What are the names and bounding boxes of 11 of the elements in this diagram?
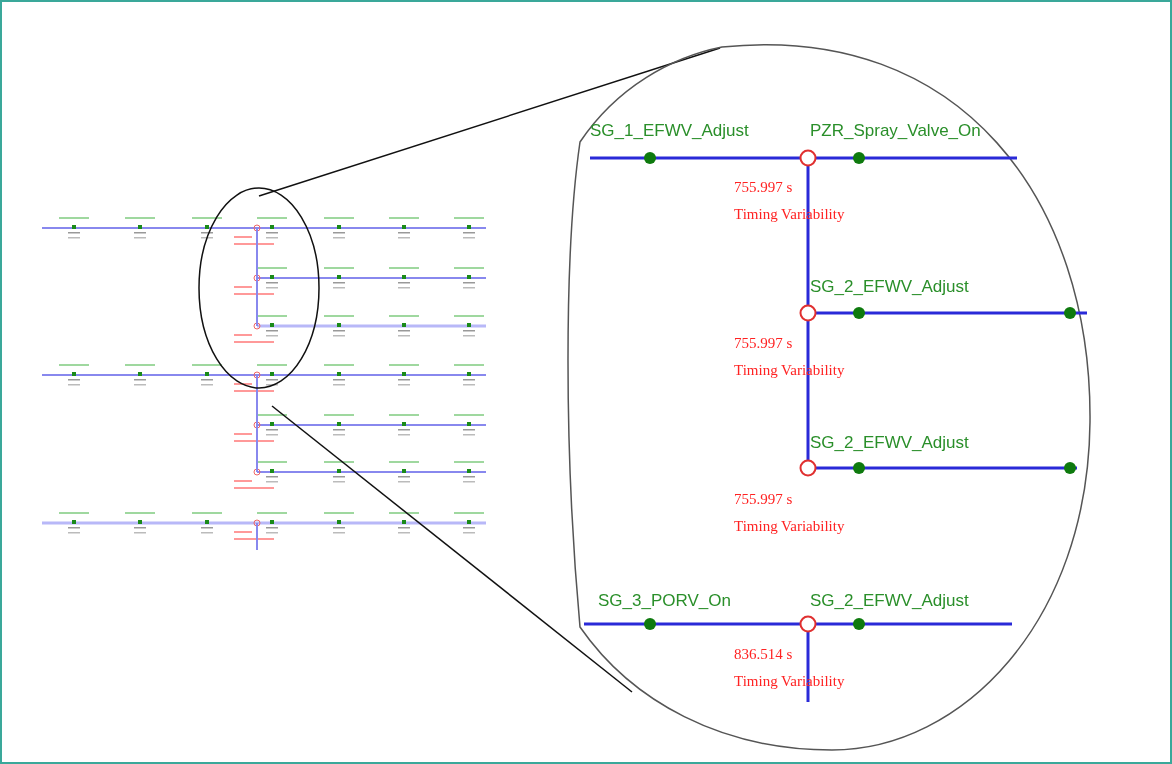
timing-label: 755.997 s <box>734 492 793 507</box>
event-label: SG_1_EFWV_Adjust <box>590 122 749 139</box>
timing-label: Timing Variability <box>734 519 845 534</box>
event-label: SG_2_EFWV_Adjust <box>810 592 969 609</box>
event-label: SG_2_EFWV_Adjust <box>810 278 969 295</box>
event-label: SG_2_EFWV_Adjust <box>810 434 969 451</box>
event-label: PZR_Spray_Valve_On <box>810 122 981 139</box>
timing-label: 755.997 s <box>734 336 793 351</box>
timing-label: 755.997 s <box>734 180 793 195</box>
event-label: SG_3_PORV_On <box>598 592 731 609</box>
timing-label: 836.514 s <box>734 647 793 662</box>
